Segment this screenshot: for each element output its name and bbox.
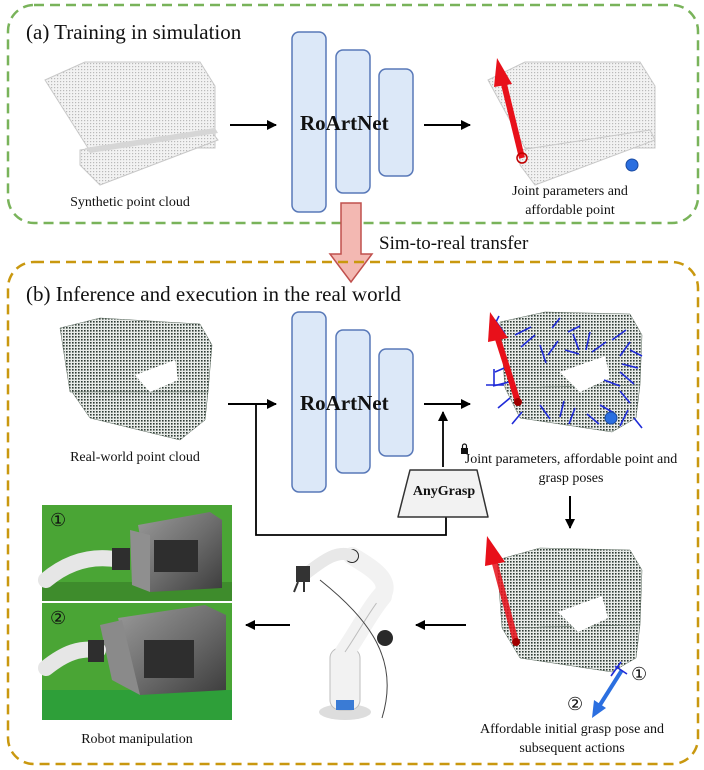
photo-step-marker-2: ② xyxy=(50,608,67,628)
grasp-action-path xyxy=(592,661,628,718)
affordable-point-marker xyxy=(625,158,639,172)
real-output-caption-line-2: grasp poses xyxy=(538,471,604,486)
affordable-point-marker xyxy=(604,411,618,425)
joint-axis-arrow xyxy=(488,312,522,406)
sim-to-real-arrow xyxy=(328,202,374,284)
real-output-caption-line-1: Joint parameters, affordable point and xyxy=(464,452,678,467)
manipulation-photo-2 xyxy=(38,603,232,720)
joint-output-caption-line-1: Joint parameters and xyxy=(512,184,628,199)
manipulation-photo-1 xyxy=(38,505,232,601)
joint-output-caption-line-2: affordable point xyxy=(525,203,615,218)
joint-axis-arrow xyxy=(494,58,528,164)
network-label-a: RoArtNet xyxy=(300,111,389,135)
joint-axis-arrow xyxy=(485,536,520,646)
section-a-title: (a) Training in simulation xyxy=(26,20,242,44)
simulation-prediction xyxy=(487,58,656,186)
anygrasp-label: AnyGrasp xyxy=(412,484,476,499)
lock-icon xyxy=(461,443,468,454)
roartnet-network-a xyxy=(291,31,414,213)
real-world-point-cloud xyxy=(59,317,213,441)
robot-manipulation-caption: Robot manipulation xyxy=(81,732,193,747)
anygrasp-input-path xyxy=(255,404,447,536)
action-caption-line-2: subsequent actions xyxy=(519,741,625,756)
network-label-b: RoArtNet xyxy=(300,391,389,415)
real-world-prediction xyxy=(486,311,643,433)
step-marker-2: ② xyxy=(567,694,584,714)
action-point-cloud xyxy=(485,536,643,718)
grasp-poses xyxy=(486,315,643,429)
section-b-frame xyxy=(6,260,700,766)
section-b-title: (b) Inference and execution in the real … xyxy=(26,282,401,306)
anygrasp-module xyxy=(397,443,489,518)
step-marker-1: ① xyxy=(631,664,648,684)
synthetic-point-cloud-caption: Synthetic point cloud xyxy=(70,195,190,210)
roartnet-network-b xyxy=(291,311,414,493)
synthetic-point-cloud xyxy=(44,61,219,186)
photo-step-marker-1: ① xyxy=(50,510,67,530)
real-world-point-cloud-caption: Real-world point cloud xyxy=(70,450,200,465)
sim-to-real-label: Sim-to-real transfer xyxy=(379,233,529,254)
robot-arm-illustration xyxy=(293,547,394,720)
action-caption-line-1: Affordable initial grasp pose and xyxy=(479,722,665,737)
